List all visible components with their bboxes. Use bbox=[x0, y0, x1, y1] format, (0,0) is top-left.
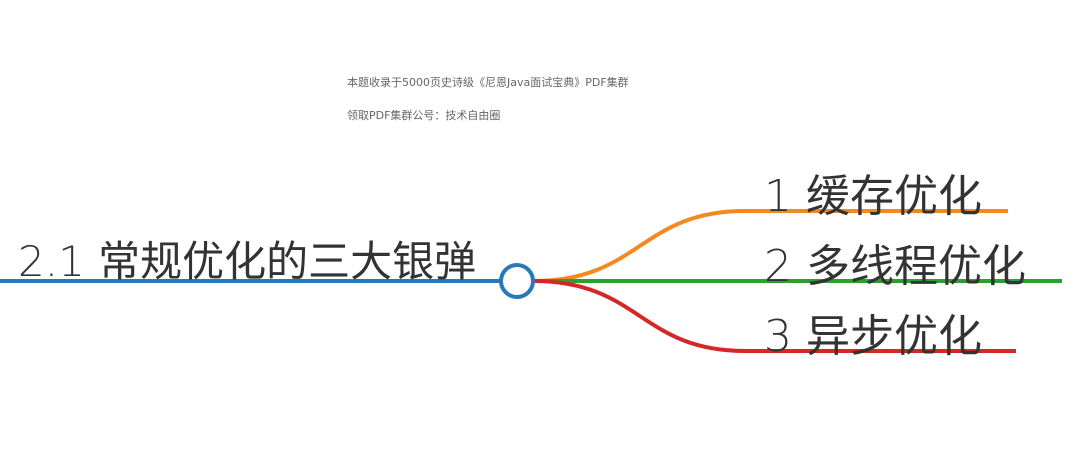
branch-3-connector bbox=[532, 279, 1016, 353]
header-note-line1: 本题收录于5000页史诗级《尼恩Java面试宝典》PDF集群 bbox=[347, 76, 629, 89]
header-note-line2: 领取PDF集群公号：技术自由圈 bbox=[347, 109, 501, 122]
root-topic[interactable]: 2.1 常规优化的三大银弹 bbox=[18, 237, 477, 286]
branch-1-topic[interactable]: 1 缓存优化 bbox=[764, 171, 982, 222]
branch-2-topic[interactable]: 2 多线程优化 bbox=[764, 241, 1026, 292]
branch-3-topic[interactable]: 3 异步优化 bbox=[764, 311, 982, 362]
root-collapse-node[interactable] bbox=[499, 263, 535, 299]
branch-1-connector bbox=[532, 209, 1008, 283]
